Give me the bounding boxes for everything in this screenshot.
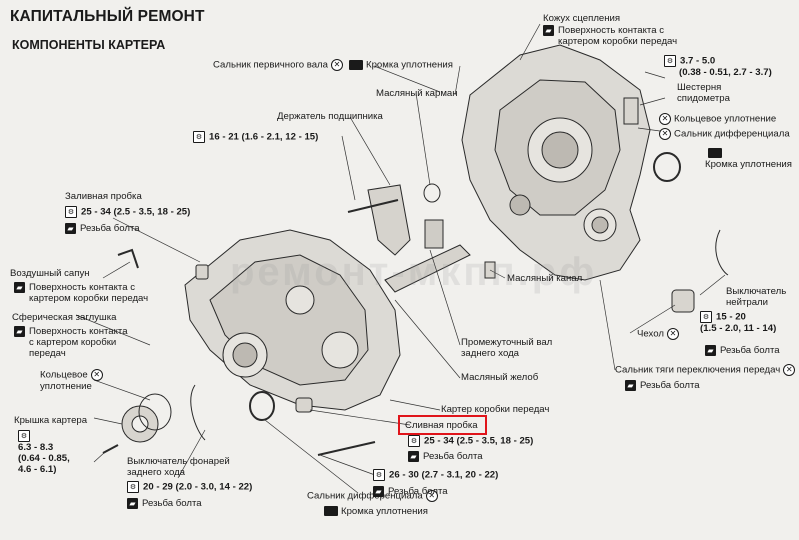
sealant-icon: ▰: [408, 451, 419, 462]
label-oil-trough: Масляный желоб: [461, 372, 539, 383]
label-breather-contact: ▰Поверхность контакта с картером коробки…: [14, 282, 148, 304]
label-diff-seal-bottom: Сальник дифференциала✕: [307, 490, 441, 502]
label-drain-plug: Сливная пробка: [405, 420, 478, 431]
sealant-icon: ▰: [65, 223, 76, 234]
sealant-icon: ▰: [127, 498, 138, 509]
highlight-drain-plug: [398, 415, 487, 435]
label-bolt-thread-4: ▰Резьба болта: [408, 451, 483, 462]
replace-x-icon: ✕: [659, 128, 671, 140]
torque-wrench-icon: ⚙: [127, 481, 139, 493]
replace-x-icon: ✕: [425, 490, 438, 502]
torque-wrench-icon: ⚙: [664, 55, 676, 67]
grease-icon: [349, 60, 363, 70]
label-oring: ✕Кольцевое уплотнение: [656, 113, 776, 125]
label-bolt-thread-6: ▰Резьба болта: [625, 380, 700, 391]
label-oring-left: Кольцевое✕ уплотнение: [40, 369, 106, 392]
torque-wrench-icon: ⚙: [408, 435, 420, 447]
label-torque-neutral: ⚙15 - 20 (1.5 - 2.0, 11 - 14): [700, 311, 777, 334]
label-input-shaft-seal: Сальник первичного вала✕Кромка уплотнени…: [213, 59, 453, 71]
page-subtitle: КОМПОНЕНТЫ КАРТЕРА: [12, 38, 166, 52]
label-sphere-contact: ▰Поверхность контакта с картером коробки…: [14, 326, 128, 359]
watermark: ремонт-мкпп.рф: [230, 250, 598, 294]
replace-x-icon: ✕: [331, 59, 343, 71]
label-torque-26: ⚙26 - 30 (2.7 - 3.1, 20 - 22): [373, 469, 498, 481]
label-oil-channel: Масляный канал: [507, 273, 583, 284]
replace-x-icon: ✕: [90, 369, 103, 381]
label-torque-top: ⚙16 - 21 (1.6 - 2.1, 12 - 15): [193, 131, 318, 143]
label-bolt-thread-5: ▰Резьба болта: [705, 345, 780, 356]
label-boot: Чехол✕: [637, 328, 682, 340]
sealant-icon: ▰: [625, 380, 636, 391]
label-clutch-contact: ▰Поверхность контакта с картером коробки…: [543, 25, 677, 47]
grease-icon: [708, 148, 722, 159]
label-oil-pocket: Масляный карман: [376, 88, 458, 99]
torque-wrench-icon: ⚙: [700, 311, 712, 323]
replace-x-icon: ✕: [666, 328, 679, 340]
label-torque-filler: ⚙25 - 34 (2.5 - 3.5, 18 - 25): [65, 206, 190, 218]
sealant-icon: ▰: [373, 486, 384, 497]
label-torque-cover: ⚙ 6.3 - 8.3 (0.64 - 0.85, 4.6 - 6.1): [18, 430, 70, 475]
label-bolt-thread: ▰Резьба болта: [65, 223, 140, 234]
sealant-icon: ▰: [14, 326, 25, 337]
page-title: КАПИТАЛЬНЫЙ РЕМОНТ: [10, 8, 205, 25]
torque-wrench-icon: ⚙: [373, 469, 385, 481]
replace-x-icon: ✕: [783, 364, 796, 376]
label-transmission-case: Картер коробки передач: [441, 404, 550, 415]
sealant-icon: ▰: [705, 345, 716, 356]
label-shift-rod-seal: Сальник тяги переключения передач✕: [615, 364, 798, 376]
label-bearing-holder: Держатель подшипника: [277, 111, 383, 122]
label-case-cover: Крышка картера: [14, 415, 88, 426]
torque-wrench-icon: ⚙: [18, 430, 30, 442]
label-bolt-thread-3: ▰Резьба болта: [373, 486, 448, 497]
torque-wrench-icon: ⚙: [193, 131, 205, 143]
label-breather: Воздушный сапун: [10, 268, 90, 279]
label-clutch-housing: Кожух сцепления: [543, 13, 621, 24]
label-sphere-plug: Сферическая заглушка: [12, 312, 117, 323]
label-seal-lip-bottom: Кромка уплотнения: [321, 506, 428, 517]
label-torque-reverse: ⚙20 - 29 (2.0 - 3.0, 14 - 22): [127, 481, 252, 493]
label-torque-drain: ⚙25 - 34 (2.5 - 3.5, 18 - 25): [408, 435, 533, 447]
label-bolt-thread-2: ▰Резьба болта: [127, 498, 202, 509]
grease-icon: [324, 506, 338, 517]
label-diff-seal: ✕Сальник дифференциала: [656, 128, 790, 140]
label-filler-plug: Заливная пробка: [65, 191, 142, 202]
torque-wrench-icon: ⚙: [65, 206, 77, 218]
label-torque-speedo: ⚙3.7 - 5.0 (0.38 - 0.51, 2.7 - 3.7): [664, 55, 772, 78]
sealant-icon: ▰: [14, 282, 25, 293]
replace-x-icon: ✕: [659, 113, 671, 125]
sealant-icon: ▰: [543, 25, 554, 36]
label-seal-lip-right: Кромка уплотнения: [705, 148, 792, 170]
